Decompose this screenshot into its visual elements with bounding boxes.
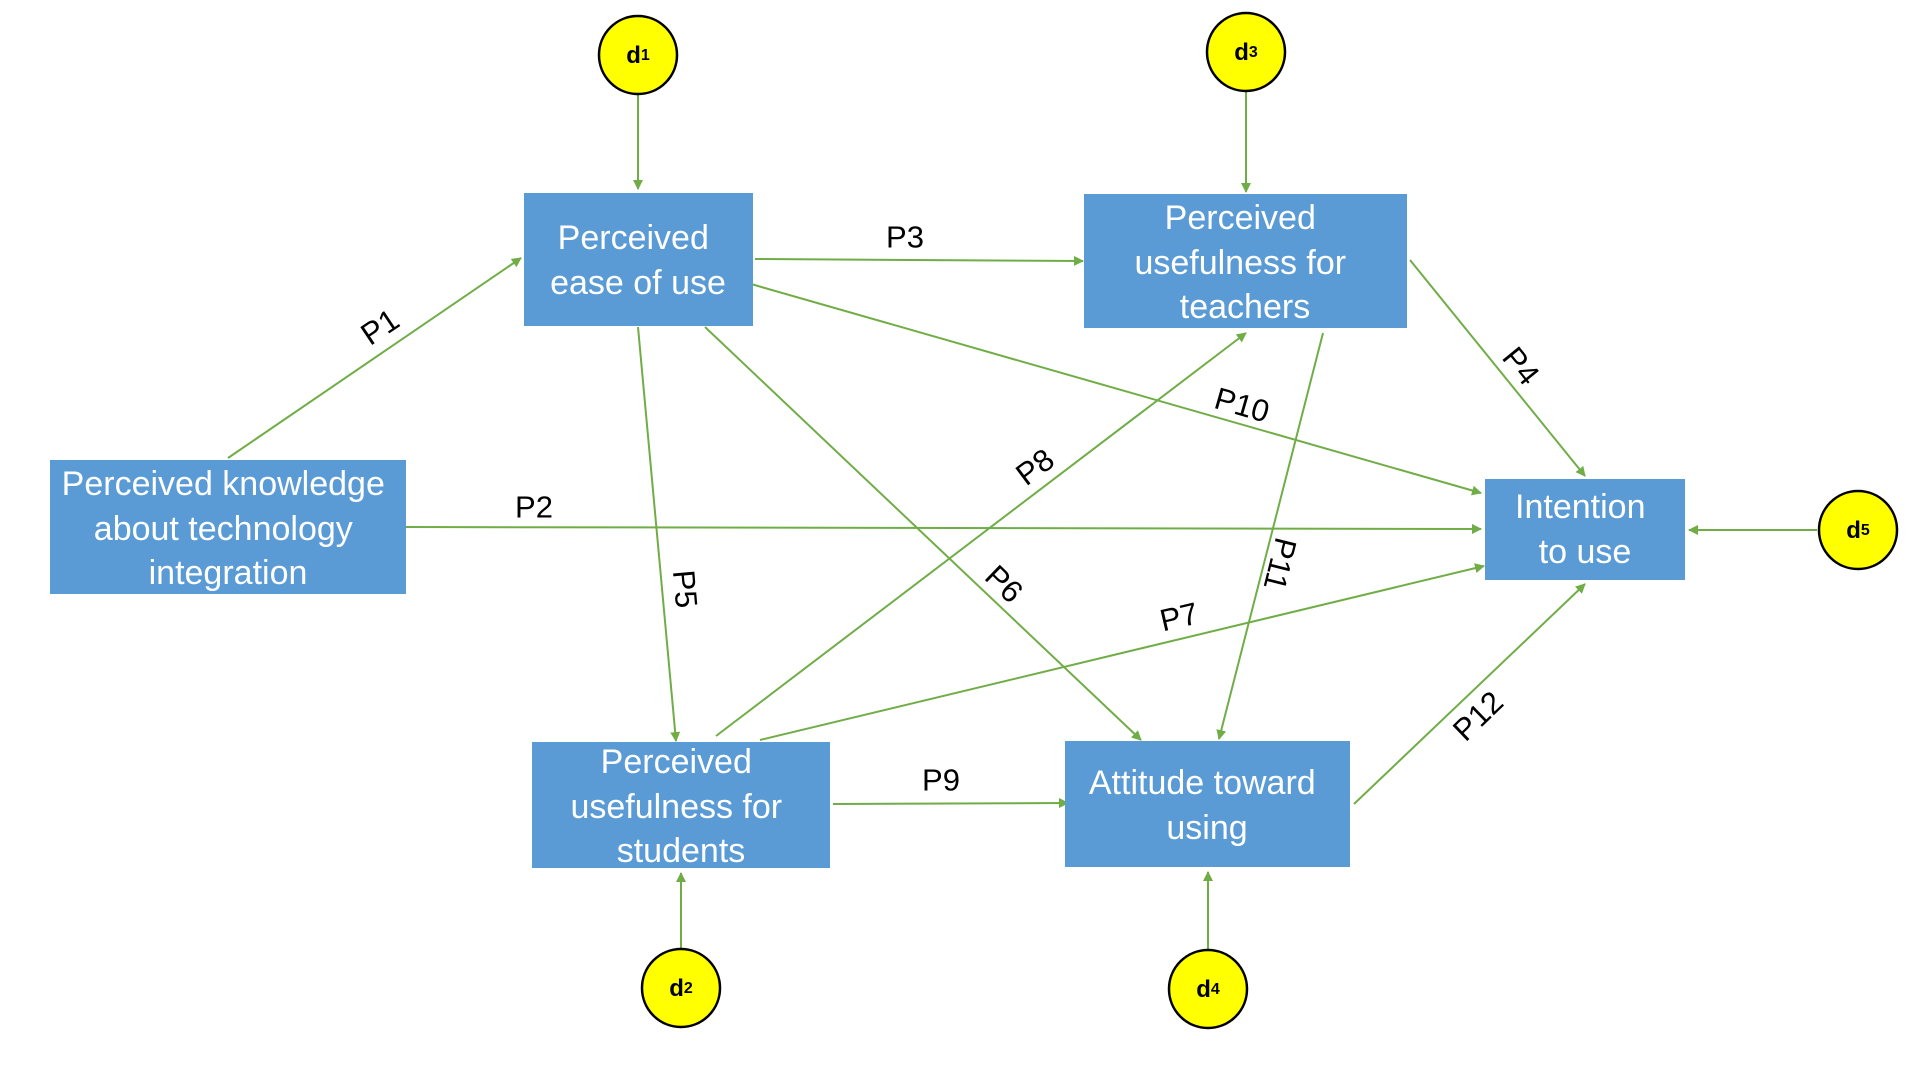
- svg-text:Attitude toward using: Attitude toward using: [1089, 753, 1325, 847]
- box-perceived-knowledge-line-3: integration: [149, 554, 308, 592]
- disturbance-d5-base: d: [1846, 517, 1861, 544]
- svg-text:Intention to use: Intention to use: [1515, 477, 1655, 571]
- box-perceived-knowledge-line-1: Perceived knowledge: [62, 465, 385, 503]
- box-perceived-usefulness-teachers-line-1: Perceived: [1165, 199, 1316, 237]
- svg-text:d3: d3: [1234, 39, 1258, 66]
- label-p12: P12: [1446, 684, 1510, 748]
- label-p9: P9: [922, 763, 960, 798]
- label-p2: P2: [515, 490, 553, 525]
- disturbance-d4-sub: 4: [1211, 981, 1220, 998]
- box-perceived-ease-of-use-line-2: ease of use: [550, 264, 726, 302]
- arrow-p9: [832, 798, 1069, 809]
- arrow-p1: [227, 257, 522, 459]
- box-intention-to-use: Intention to use: [1485, 477, 1685, 580]
- disturbance-d1-base: d: [626, 42, 641, 69]
- box-perceived-usefulness-students-line-2: usefulness for: [570, 788, 782, 826]
- arrow-p8: [715, 332, 1247, 737]
- svg-text:d2: d2: [669, 975, 693, 1002]
- arrow-p5: [637, 326, 681, 742]
- box-perceived-usefulness-students-line-3: students: [617, 832, 746, 870]
- label-p11: P11: [1257, 534, 1304, 594]
- box-perceived-usefulness-teachers-line-2: usefulness for: [1134, 244, 1346, 282]
- arrows: [227, 86, 1817, 951]
- box-intention-to-use-line-2: to use: [1539, 533, 1632, 571]
- box-perceived-usefulness-teachers: Perceived usefulness for teachers: [1084, 188, 1407, 328]
- disturbance-d4: d4: [1167, 948, 1249, 1030]
- label-p4: P4: [1495, 340, 1546, 391]
- label-p5: P5: [666, 569, 704, 610]
- box-attitude-toward-using-line-1: Attitude toward: [1089, 764, 1316, 802]
- box-intention-to-use-line-1: Intention: [1515, 488, 1645, 526]
- arrow-p7: [759, 563, 1485, 741]
- svg-text:d1: d1: [626, 42, 650, 69]
- disturbance-d2-base: d: [669, 975, 684, 1002]
- svg-text:Perceived knowledge abou: Perceived knowledge about technology int…: [62, 454, 395, 592]
- arrow-p6: [704, 326, 1142, 741]
- label-p8: P8: [1009, 442, 1060, 493]
- arrow-p4: [1409, 259, 1586, 477]
- arrow-p12: [1353, 583, 1586, 805]
- disturbance-d3-sub: 3: [1249, 44, 1258, 61]
- label-p10: P10: [1211, 381, 1274, 430]
- svg-text:d4: d4: [1196, 976, 1220, 1003]
- box-perceived-knowledge-line-2: about technology: [94, 510, 353, 548]
- box-attitude-toward-using: Attitude toward using: [1065, 741, 1350, 867]
- arrow-p3: [754, 255, 1084, 266]
- box-attitude-toward-using-line-2: using: [1166, 809, 1247, 847]
- box-perceived-usefulness-students-line-1: Perceived: [601, 743, 752, 781]
- disturbance-d3-base: d: [1234, 39, 1249, 66]
- label-p1: P1: [354, 302, 405, 352]
- svg-text:Perceived ease of use: Perceived ease of use: [550, 208, 726, 302]
- box-perceived-usefulness-teachers-line-3: teachers: [1180, 288, 1310, 326]
- box-perceived-usefulness-students: Perceived usefulness for students: [532, 732, 830, 870]
- label-p7: P7: [1157, 596, 1202, 639]
- label-p3: P3: [886, 220, 924, 255]
- disturbance-d4-base: d: [1196, 976, 1211, 1003]
- box-perceived-knowledge: Perceived knowledge about technology int…: [50, 454, 406, 594]
- disturbance-d2-sub: 2: [684, 980, 693, 997]
- disturbance-d1: d1: [597, 14, 679, 96]
- svg-text:d5: d5: [1846, 517, 1870, 544]
- box-perceived-ease-of-use: Perceived ease of use: [524, 193, 753, 326]
- box-perceived-ease-of-use-line-1: Perceived: [558, 219, 709, 257]
- arrow-p10: [736, 279, 1482, 496]
- label-p6: P6: [978, 558, 1030, 610]
- svg-text:Perceived usefulness for: Perceived usefulness for teachers: [1134, 188, 1355, 326]
- svg-text:Perceived usefulness for: Perceived usefulness for students: [570, 732, 791, 870]
- disturbance-d5-sub: 5: [1861, 522, 1870, 539]
- disturbance-d5: d5: [1817, 489, 1899, 571]
- disturbance-d2: d2: [640, 947, 722, 1029]
- arrow-p11: [1216, 332, 1324, 740]
- disturbance-d3: d3: [1205, 11, 1287, 93]
- disturbance-d1-sub: 1: [641, 47, 650, 64]
- arrow-p2: [405, 523, 1482, 534]
